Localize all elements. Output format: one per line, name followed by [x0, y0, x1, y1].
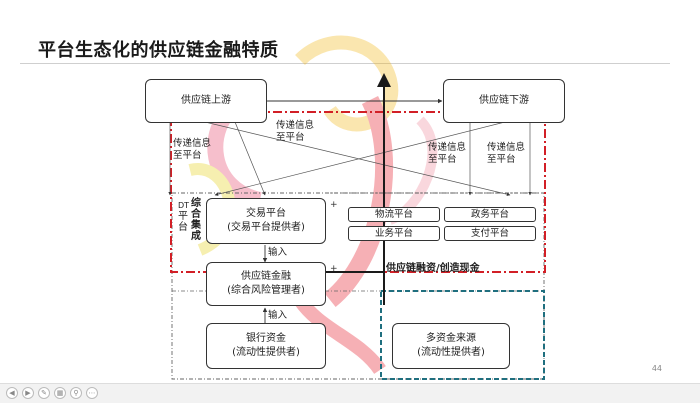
multi-funds-title: 多资金来源 [426, 333, 476, 344]
slide-title: 平台生态化的供应链金融特质 [38, 40, 279, 61]
bank-funds-role: (流动性提供者) [232, 347, 300, 358]
multi-funds-node: 多资金来源 (流动性提供者) [392, 323, 510, 369]
trading-platform-role: (交易平台提供者) [227, 222, 305, 233]
scf-node: 供应链金融 (综合风险管理者) [206, 262, 326, 306]
pass-info-label-right-1: 传递信息 至平台 [428, 142, 467, 165]
multi-funds-role: (流动性提供者) [417, 347, 485, 358]
trading-platform-title: 交易平台 [246, 208, 286, 219]
presentation-toolbar: ◀ ▶ ✎ ▦ ⚲ ⋯ [0, 383, 700, 403]
business-platform: 业务平台 [348, 226, 440, 241]
dt-platform-label: DT 平 台 [178, 201, 190, 233]
bank-funds-node: 银行资金 (流动性提供者) [206, 323, 326, 369]
multi-source-frame [380, 290, 545, 380]
plus-sign-2: + [330, 264, 338, 274]
slides-grid-icon[interactable]: ▦ [54, 387, 66, 399]
pass-info-label-right-2: 传递信息 至平台 [487, 142, 526, 165]
downstream-label: 供应链下游 [479, 95, 529, 106]
title-divider [20, 63, 670, 64]
more-options-icon[interactable]: ⋯ [86, 387, 98, 399]
bank-funds-title: 银行资金 [246, 333, 286, 344]
pen-icon[interactable]: ✎ [38, 387, 50, 399]
pass-info-label-top: 传递信息 至平台 [276, 120, 315, 143]
scf-title: 供应链金融 [241, 271, 291, 282]
downstream-node: 供应链下游 [443, 79, 565, 123]
financing-label: 供应链融资/创造现金 [386, 263, 480, 274]
trading-platform-node: 交易平台 (交易平台提供者) [206, 198, 326, 244]
next-slide-icon[interactable]: ▶ [22, 387, 34, 399]
logistics-platform: 物流平台 [348, 207, 440, 222]
payment-platform: 支付平台 [444, 226, 536, 241]
previous-slide-icon[interactable]: ◀ [6, 387, 18, 399]
plus-sign-1: + [330, 200, 338, 210]
input-label-1: 输入 [268, 247, 288, 258]
pass-info-label-left: 传递信息 至平台 [173, 138, 212, 161]
scf-role: (综合风险管理者) [227, 285, 305, 296]
page-number: 44 [651, 364, 662, 373]
upstream-node: 供应链上游 [145, 79, 267, 123]
integrated-label: 综 合 集 成 [191, 198, 201, 242]
government-platform: 政务平台 [444, 207, 536, 222]
input-label-2: 输入 [268, 310, 288, 321]
upstream-label: 供应链上游 [181, 95, 231, 106]
zoom-icon[interactable]: ⚲ [70, 387, 82, 399]
